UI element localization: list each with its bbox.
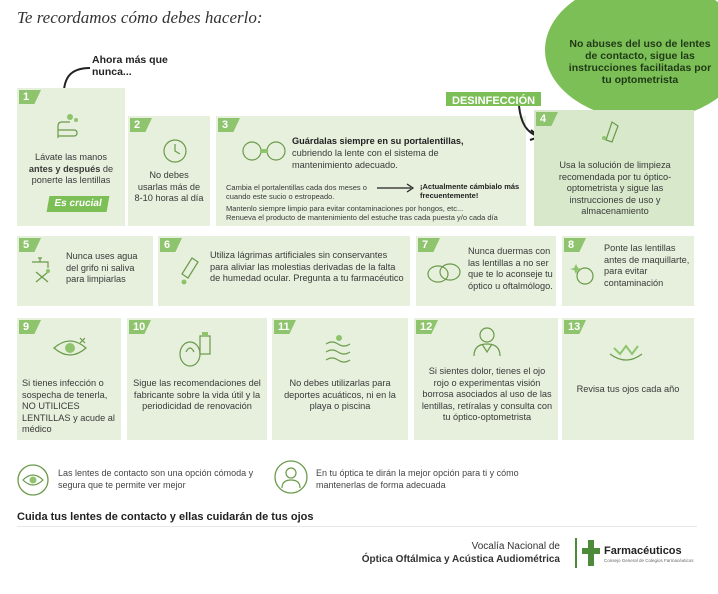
card-9-text: Si tienes infección o sospecha de tenerl… (22, 378, 115, 434)
card-number: 6 (160, 238, 182, 252)
card-2-text: No debes usarlas más de 8-10 horas al dí… (134, 170, 204, 203)
logo-divider (575, 538, 577, 568)
card-1-text: Lávate las manos antes y después de pone… (28, 152, 114, 185)
card-5: 5 (17, 236, 153, 306)
infected-eye-icon (53, 337, 87, 356)
card-12-text: Si sientes dolor, tienes el ojo rojo o e… (421, 366, 553, 422)
card-8-text: Ponte las lentillas antes de maquillarte… (604, 243, 690, 288)
card-7: 7 (416, 236, 556, 306)
card-4: 4 (534, 110, 694, 226)
vocalia-block: Vocalía Nacional de Óptica Oftálmica y A… (320, 540, 560, 566)
lens-case-icon (242, 141, 286, 161)
eye-check-icon (609, 344, 643, 361)
card-3-note3: Renueva el producto de mantenimiento del… (226, 213, 498, 222)
desinfeccion-label: DESINFECCIÓN (444, 90, 544, 108)
optometrist-icon (473, 327, 501, 357)
card-number: 11 (274, 320, 296, 334)
logo-text: Farmacéuticos (604, 545, 682, 557)
contact-lens-icon (427, 263, 461, 283)
card-number: 9 (19, 320, 41, 334)
footer-right-text: En tu óptica te dirán la mejor opción pa… (316, 468, 519, 490)
card-10-text: Sigue las recomendaciones del fabricante… (133, 378, 261, 411)
divider (17, 526, 697, 527)
card-3-title: Guárdalas siempre en su portalentillas, (292, 136, 464, 146)
farmaceuticos-logo-icon (582, 540, 600, 566)
eye-drops-icon (181, 257, 199, 285)
card-8: 8 (562, 236, 694, 306)
person-circle-icon (274, 460, 308, 494)
swimming-icon (325, 335, 351, 363)
page-title: Te recordamos cómo debes hacerlo: (17, 8, 263, 27)
card-number: 5 (19, 238, 41, 252)
card-6-text: Utiliza lágrimas artificiales sin conser… (210, 250, 404, 283)
card-3-note1: Cambia el portalentillas cada dos meses … (226, 183, 367, 201)
circle-text: No abuses del uso de lentes de contacto,… (568, 38, 712, 86)
card-6: 6 (158, 236, 410, 306)
footer-left-text: Las lentes de contacto son una opción có… (58, 468, 254, 490)
card-number: 8 (564, 238, 586, 252)
hand-wash-icon (57, 114, 78, 138)
clock-icon (163, 139, 187, 163)
card-9: 9 (17, 318, 121, 440)
makeup-icon (570, 264, 594, 285)
card-2: 2 (128, 116, 210, 226)
card-3-note1b: ¡Actualmente cámbialo más frecuentemente… (420, 182, 520, 200)
solution-bottle-icon (602, 121, 619, 143)
card-10: 10 (127, 318, 267, 440)
card-13: 13 (562, 318, 694, 440)
vocalia-line-1: Vocalía Nacional de (471, 541, 560, 552)
card-4-text: Usa la solución de limpieza recomendada … (558, 160, 672, 216)
vocalia-line-2: Óptica Oftálmica y Acústica Audiométrica (361, 554, 560, 565)
cuida-slogan: Cuida tus lentes de contacto y ellas cui… (17, 511, 314, 523)
card-11-text: No debes utilizarlas para deportes acuát… (284, 378, 396, 411)
tap-icon (32, 257, 50, 283)
card-5-text: Nunca uses agua del grifo ni saliva para… (66, 251, 138, 284)
card-13-text: Revisa tus ojos cada año (576, 384, 680, 394)
logo-subtext: Consejo General de Colegios Farmacéutico… (604, 558, 694, 563)
card-number: 1 (19, 90, 41, 104)
lens-box-icon (179, 332, 211, 367)
card-number: 10 (129, 320, 151, 334)
es-crucial-badge: Es crucial (46, 196, 110, 212)
card-number: 4 (536, 112, 558, 126)
card-number: 7 (418, 238, 440, 252)
card-number: 2 (130, 118, 152, 132)
card-3-subtitle: cubriendo la lente con el sistema de man… (292, 148, 439, 170)
card-7-text: Nunca duermas con las lentillas a no ser… (468, 246, 553, 291)
ahora-label: Ahora más que nunca... (92, 54, 168, 78)
card-number: 12 (416, 320, 438, 334)
card-12: 12 (414, 318, 558, 440)
card-3: 3 (216, 116, 526, 226)
eye-circle-icon (17, 464, 49, 496)
card-number: 3 (218, 118, 240, 132)
card-number: 13 (564, 320, 586, 334)
card-3-note2: Mantenlo siempre limpio para evitar cont… (226, 204, 464, 213)
arrow-right-icon (377, 183, 415, 193)
